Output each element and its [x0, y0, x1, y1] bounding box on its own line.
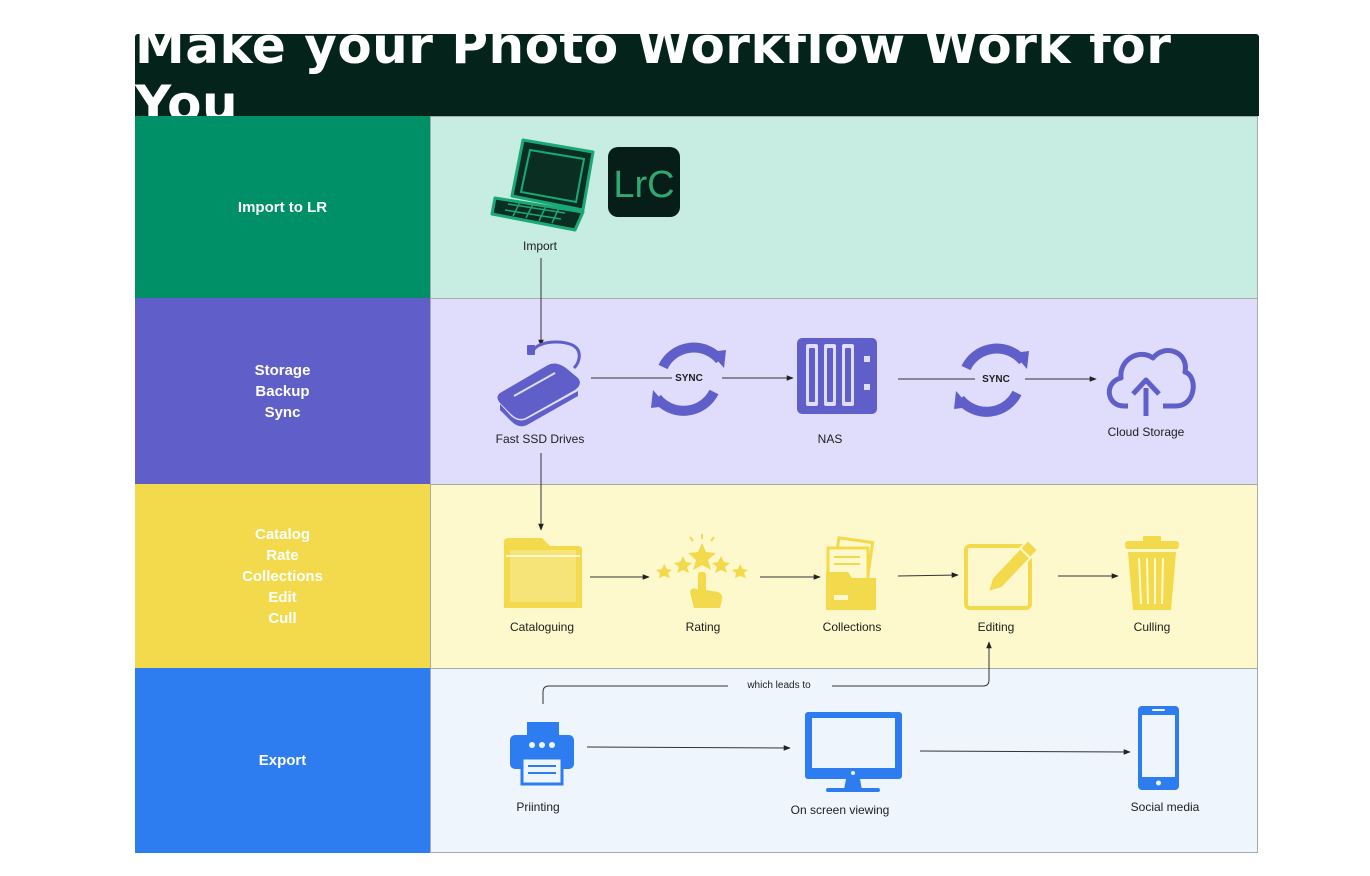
- star-rating-icon: [656, 534, 748, 608]
- folder-icon: [504, 538, 582, 608]
- edge-collections-to-editing: [897, 572, 959, 578]
- laptop-icon: [490, 138, 595, 232]
- lightroom-classic-logo: LrC: [608, 147, 680, 217]
- label-social: Social media: [1130, 800, 1200, 814]
- label-rating: Rating: [685, 620, 721, 634]
- edge-screen-to-social: [919, 749, 1131, 755]
- connectors: [538, 258, 1131, 755]
- title-bar: Make your Photo Workflow Work for You: [135, 17, 1259, 133]
- trash-bin-icon: [1125, 536, 1179, 610]
- label-collections: Collections: [822, 620, 882, 634]
- label-loop: which leads to: [747, 680, 811, 691]
- row-label-export: Export: [135, 668, 430, 853]
- row-label-catalog: Catalog Rate Collections Edit Cull: [135, 484, 430, 668]
- ssd-drive-icon: [497, 340, 581, 427]
- svg-text:LrC: LrC: [613, 164, 674, 206]
- label-cloud: Cloud Storage: [1107, 425, 1185, 439]
- label-printing: Priinting: [516, 800, 560, 814]
- svg-text:SYNC: SYNC: [982, 374, 1010, 385]
- smartphone-icon: [1138, 706, 1179, 790]
- label-editing: Editing: [977, 620, 1015, 634]
- cloud-upload-icon: [1106, 348, 1196, 416]
- edit-pencil-icon: [964, 538, 1040, 610]
- edge-printing-to-screen: [586, 745, 791, 751]
- label-nas: NAS: [817, 432, 843, 446]
- svg-text:SYNC: SYNC: [675, 373, 703, 384]
- nas-icon: [797, 338, 877, 414]
- label-screen: On screen viewing: [790, 803, 890, 817]
- label-ssd: Fast SSD Drives: [495, 432, 585, 446]
- label-culling: Culling: [1133, 620, 1171, 634]
- collections-icon: [826, 536, 876, 610]
- label-cataloguing: Cataloguing: [509, 620, 575, 634]
- label-import: Import: [522, 239, 558, 253]
- sync-icon: SYNC: [651, 342, 726, 416]
- monitor-icon: [805, 712, 902, 792]
- row-label-import: Import to LR: [135, 116, 430, 298]
- printer-icon: [510, 722, 574, 786]
- edge-printing-to-editing: [542, 642, 989, 704]
- page-title: Make your Photo Workflow Work for You: [135, 17, 1172, 133]
- sync-icon-2: SYNC: [954, 343, 1029, 417]
- row-label-storage: Storage Backup Sync: [135, 298, 430, 484]
